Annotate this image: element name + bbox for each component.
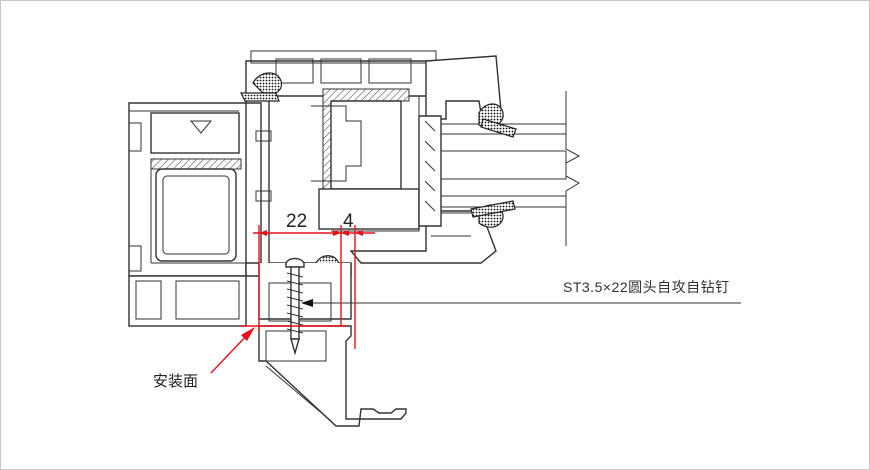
gaskets — [240, 72, 517, 277]
screw-leader — [301, 299, 741, 307]
mount-face-label: 安装面 — [153, 372, 198, 390]
dimension-4-label: 4 — [343, 211, 354, 232]
sash-profile-center — [245, 50, 502, 277]
frame-profile-left — [128, 102, 247, 327]
dimension-22-label: 22 — [286, 211, 307, 232]
dimension-lines — [210, 225, 375, 374]
screw-fastener — [285, 257, 305, 356]
adapter-profile — [258, 263, 407, 427]
screw-spec-label: ST3.5×22圆头自攻自钻钉 — [563, 279, 730, 295]
